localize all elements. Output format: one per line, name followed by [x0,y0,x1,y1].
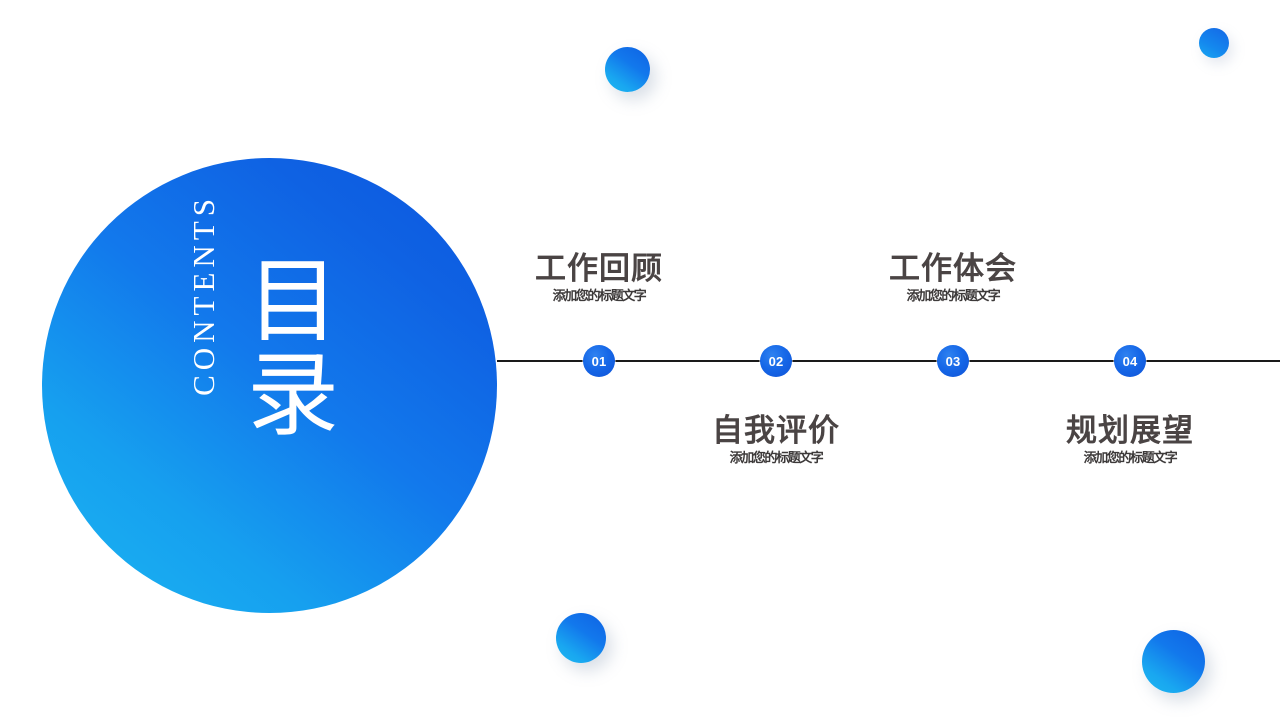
timeline-item-01-title: 工作回顾 [535,251,663,287]
timeline-item-01-subtitle: 添加您的标题文字 [552,289,647,305]
contents-title: 目 录 [238,255,348,443]
timeline-axis [497,360,1280,362]
timeline-item-03-title: 工作体会 [889,251,1017,287]
contents-circle [42,158,497,613]
timeline-node-01[interactable]: 01 [583,345,615,377]
timeline-item-02-subtitle: 添加您的标题文字 [729,451,824,467]
timeline-item-02[interactable]: 自我评价 添加您的标题文字 [676,414,876,466]
timeline-node-02[interactable]: 02 [760,345,792,377]
timeline-node-03[interactable]: 03 [937,345,969,377]
timeline-item-01[interactable]: 工作回顾 添加您的标题文字 [499,252,699,304]
bubble-top-center-icon [605,47,650,92]
timeline-item-03[interactable]: 工作体会 添加您的标题文字 [853,252,1053,304]
timeline-node-04[interactable]: 04 [1114,345,1146,377]
bubble-bottom-right-icon [1142,630,1205,693]
contents-title-char-2: 录 [246,341,339,449]
timeline-item-03-subtitle: 添加您的标题文字 [906,289,1001,305]
contents-title-char-1: 目 [246,248,339,355]
bubble-bottom-left-icon [556,613,606,663]
bubble-top-right-icon [1199,28,1229,58]
timeline-item-04-subtitle: 添加您的标题文字 [1083,451,1178,467]
timeline-item-02-title: 自我评价 [712,413,840,449]
timeline-item-04-title: 规划展望 [1066,413,1194,449]
timeline-item-04[interactable]: 规划展望 添加您的标题文字 [1030,414,1230,466]
